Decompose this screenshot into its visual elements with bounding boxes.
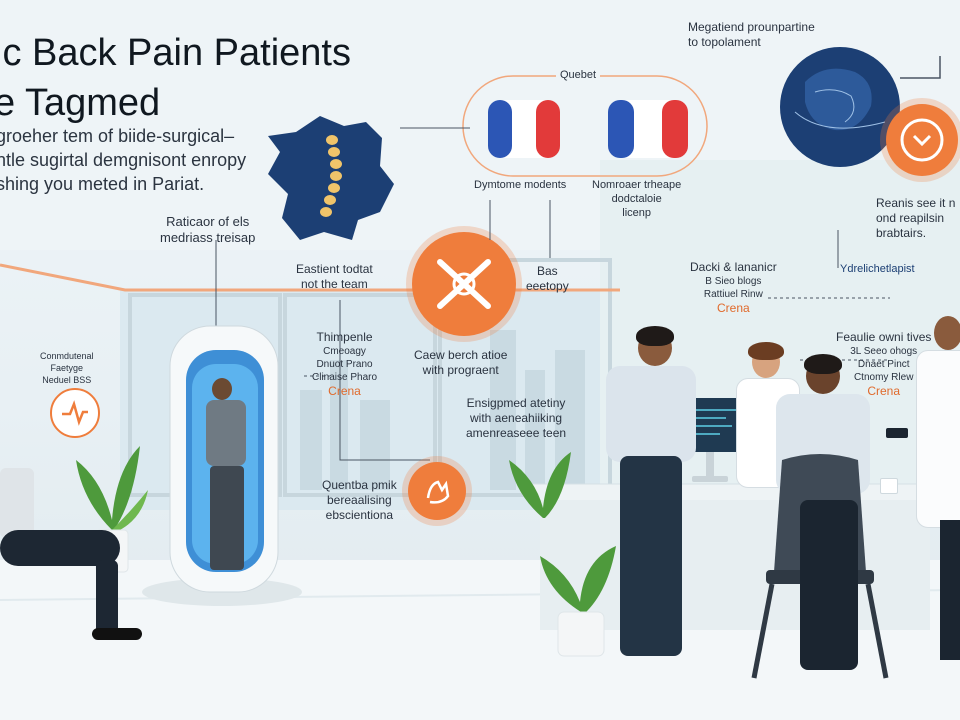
therapist-label: Ydrelichetlapist	[840, 263, 915, 275]
doctor-label: Dacki & lananicr B Sieo blogs Rattiuel R…	[690, 260, 777, 315]
intro-text: groeher tem of biide-surgical– ntle sugi…	[0, 124, 246, 196]
spine-icon	[320, 135, 342, 217]
seated-patient-torso	[0, 468, 34, 538]
right-card-text: Reanis see it n ond reapilsin brabtairs.	[876, 196, 956, 240]
left-badge-text: Conmdutenal Faetyge Neduel BSS	[40, 351, 94, 385]
patient-torso	[206, 400, 246, 466]
intro-line-2: ntle sugirtal demgnisont enropy	[0, 150, 247, 170]
map-caption-top: Raticaor of els medriass treisap	[160, 214, 256, 245]
mid-text: Ensigpmed atetiny with aeneahiiking amen…	[466, 396, 567, 440]
patient-legs	[210, 466, 244, 570]
phone	[886, 428, 908, 438]
france-flag-icon	[608, 100, 688, 158]
scanner-caption: Thimpenle Cmeoagy Dnuot Prano Clinaise P…	[312, 330, 378, 398]
headline-line-1: ic Back Pain Patients	[0, 32, 351, 74]
cup	[880, 478, 898, 494]
center-icon-caption: Caew berch atioe with prograent	[414, 348, 508, 377]
globe-icon	[780, 47, 900, 167]
right-doctor-coat	[916, 350, 960, 528]
plant-mid	[509, 452, 571, 518]
france-flag-icon	[488, 100, 560, 158]
hand-gesture-icon	[408, 462, 466, 520]
connector-line	[900, 56, 941, 79]
intro-line-3: shing you meted in Pariat.	[0, 174, 205, 194]
globe-caption: Megatiend prounpartine to topolament	[688, 20, 815, 49]
patient-head	[212, 378, 232, 400]
seated-man-legs	[800, 500, 858, 670]
clinician-shirt	[606, 366, 696, 462]
pulse-icon	[50, 388, 100, 438]
flags-panel-title: Quebet	[556, 68, 601, 82]
right-flag-caption: Nomroaer trheape dodctaloie licenp	[592, 179, 682, 219]
right-doctor-legs	[940, 520, 960, 660]
side-label: Bas eeetopy	[526, 264, 569, 293]
headline-line-2: e Tagmed	[0, 82, 161, 124]
intro-line-1: groeher tem of biide-surgical–	[0, 126, 235, 146]
chevron-check-icon	[886, 104, 958, 176]
left-flag-caption: Dymtome modents	[474, 179, 567, 191]
clinician-trousers	[620, 456, 682, 656]
right-doctor-head	[934, 316, 960, 350]
seated-patient-shoe	[92, 628, 142, 640]
map-caption-bottom: Eastient todtat not the team	[296, 262, 373, 291]
tool-cross-icon	[412, 232, 516, 336]
plant-bottom	[540, 546, 616, 657]
bottom-icon-caption: Quentba pmik bereaalising ebscientiona	[322, 478, 397, 522]
right-lower-label: Feaulie owni tives 3L Seeo ohogs Dnaet P…	[836, 330, 932, 398]
headline: ic Back Pain Patients e Tagmed	[0, 28, 351, 128]
seated-patient-shin	[96, 560, 118, 634]
france-map-icon	[268, 116, 394, 240]
